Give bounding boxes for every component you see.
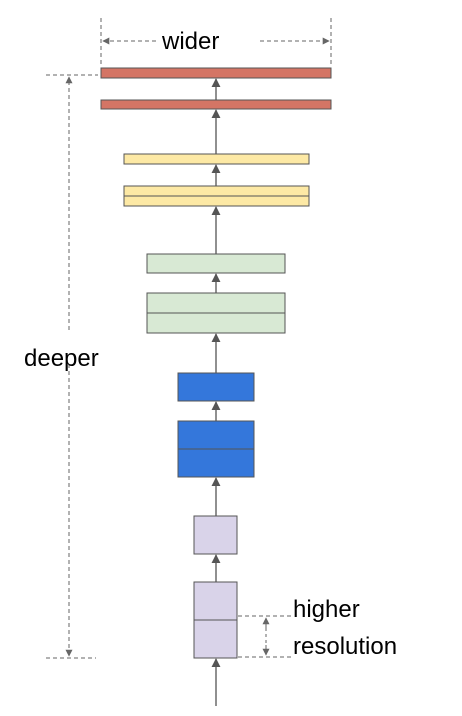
blue-layer-block-lower	[177, 448, 255, 478]
blue-layers	[177, 372, 255, 478]
wider-label: wider	[161, 28, 219, 55]
blue-layer-top	[177, 372, 255, 402]
green-layer-top	[146, 253, 286, 274]
purple-layers	[193, 515, 238, 659]
yellow-layer-top	[123, 153, 310, 165]
deeper-annotation	[46, 74, 98, 659]
higher-resolution-label-line1: higher	[293, 596, 360, 623]
green-layer-block-lower	[146, 312, 286, 334]
higher-resolution-label-line2: resolution	[293, 633, 397, 660]
yellow-layer-block-upper	[123, 185, 310, 197]
green-layer-block-upper	[146, 292, 286, 314]
yellow-layer-block-lower	[123, 195, 310, 207]
red-layer-bottom	[100, 99, 332, 110]
wider-annotation	[100, 18, 332, 66]
purple-layer-top	[193, 515, 238, 555]
red-layers	[100, 67, 332, 110]
green-layers	[146, 253, 286, 334]
blue-layer-block-upper	[177, 420, 255, 450]
red-layer-top	[100, 67, 332, 79]
yellow-layers	[123, 153, 310, 207]
deeper-label: deeper	[24, 345, 99, 372]
resolution-annotation	[238, 615, 292, 658]
purple-layer-block-lower	[193, 619, 238, 659]
purple-layer-block-upper	[193, 581, 238, 621]
